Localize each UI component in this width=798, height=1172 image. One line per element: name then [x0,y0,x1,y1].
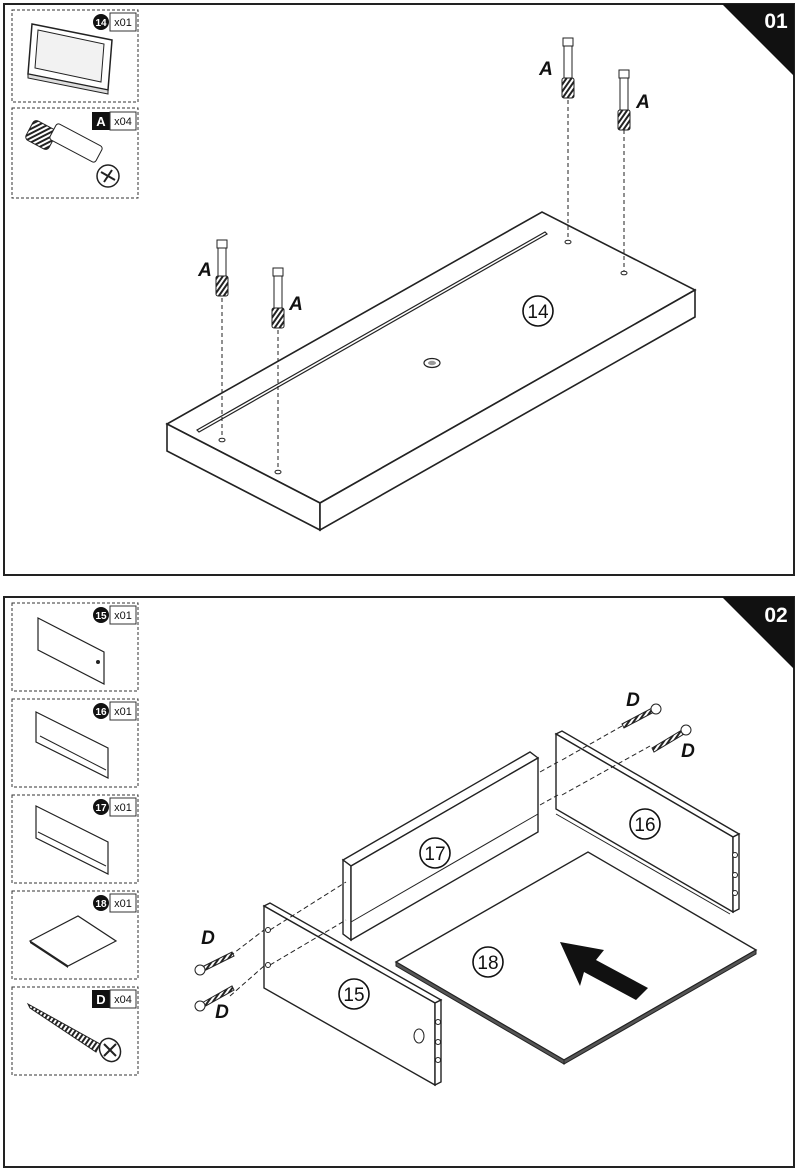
step-01-panel: 01 14 x01 [3,3,795,576]
step-01-number: 01 [764,10,788,33]
step-02-frame [3,596,795,1168]
part-id-18: 18 [95,899,107,910]
part-id-17: 17 [95,803,107,814]
part-qty-14: x01 [114,17,132,29]
cam-dowel-1 [215,239,229,438]
cam-dowel-icon [25,120,120,188]
screw-label-4: D [681,741,695,762]
part-qty-18: x01 [114,898,132,910]
board-panel-icon [27,23,113,95]
cam-dowel-3 [561,37,575,240]
screw-4 [651,724,692,753]
part-id-14: 14 [95,18,107,29]
alignment-guides [229,725,651,997]
part-id-A: A [96,114,106,129]
screw-3 [621,703,662,729]
side-panel-icon [35,711,109,779]
panel-18: 18 [394,851,758,1065]
step-02-number: 02 [764,604,787,627]
screw-icon [26,1002,122,1063]
cam-dowel-4 [617,69,631,271]
dowel-label-1: A [197,260,212,281]
part-badge-14 [93,14,109,30]
part-id-15: 15 [95,611,107,622]
arrow-icon [560,942,648,1000]
part-qty-15: x01 [114,610,132,622]
part-id-16: 16 [95,707,107,718]
screws-D: D D D D [194,690,695,1023]
step-01-parts-list: 14 x01 A x04 [11,9,139,199]
step-02-panel: 02 15 x01 16 [3,596,795,1168]
panel-17: 17 [341,751,540,942]
screw-label-1: D [201,928,215,949]
panel-17-label: 17 [424,844,445,865]
dowel-label-2: A [288,294,303,315]
part-qty-16: x01 [114,706,132,718]
panel-15: 15 [262,902,443,1087]
screw-2 [194,985,235,1012]
part-card-18: 18 x01 [11,890,139,980]
back-panel-icon [35,805,109,875]
board-14: 14 [165,211,697,532]
panel-16-label: 16 [634,815,655,836]
part-card-A: A x04 [11,107,139,199]
part-callout-14-label: 14 [527,302,549,323]
screw-label-2: D [215,1002,229,1023]
step-01-number-badge: 01 [722,4,794,76]
part-qty-D: x04 [114,994,132,1006]
part-qty-17: x01 [114,802,132,814]
part-card-15: 15 x01 [11,602,139,692]
dowel-label-4: A [635,92,650,113]
dowel-label-3: A [538,59,553,80]
part-card-17: 17 x01 [11,794,139,884]
step-01-frame [3,3,795,576]
part-id-D: D [96,992,105,1007]
bottom-sheet-icon [28,915,118,968]
panel-16: 16 [554,730,741,915]
part-callout-14 [522,295,554,327]
board-groove [196,231,548,433]
step-02-number-badge: 02 [722,597,794,669]
part-badge-A [92,112,110,130]
panel-15-label: 15 [343,985,364,1006]
screw-1 [194,951,235,976]
cam-dowel-2 [271,267,285,470]
panel-18-label: 18 [477,953,498,974]
dowels-A: A A A A [197,37,650,470]
part-card-D: D x04 [11,986,139,1076]
screw-label-3: D [626,690,640,711]
part-card-14: 14 x01 [11,9,139,103]
part-card-16: 16 x01 [11,698,139,788]
side-panel-icon [37,617,105,685]
step-02-parts-list: 15 x01 16 x01 [11,602,139,1076]
part-qty-A: x04 [114,116,132,128]
